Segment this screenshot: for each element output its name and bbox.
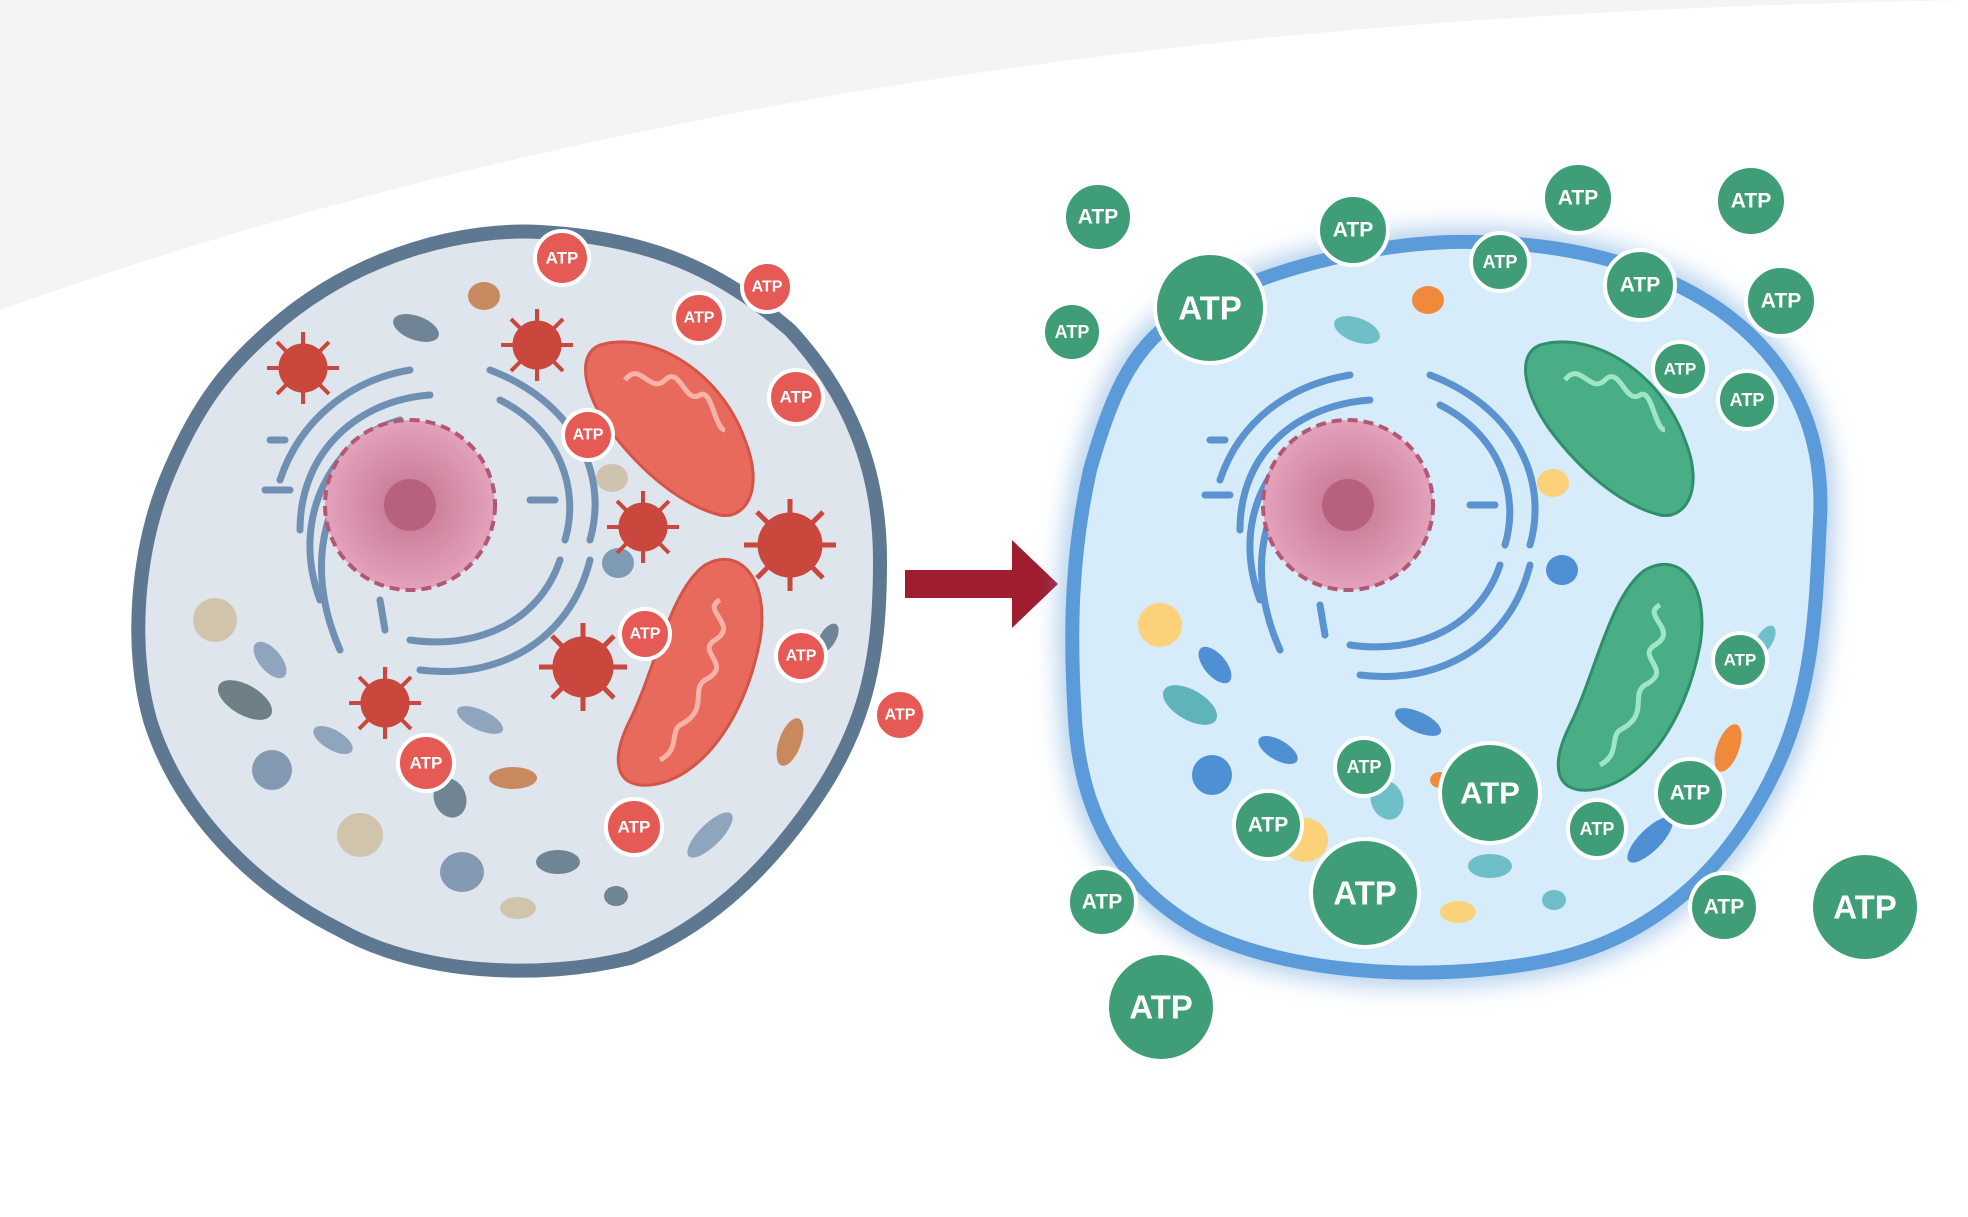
atp-molecule-icon: ATP	[774, 629, 828, 683]
atp-molecule-icon: ATP	[1688, 871, 1760, 943]
svg-text:ATP: ATP	[1730, 390, 1765, 410]
atp-molecule-icon: ATP	[561, 408, 615, 462]
atp-molecule-icon: ATP	[1654, 757, 1726, 829]
atp-molecule-icon: ATP	[1714, 164, 1788, 238]
svg-text:ATP: ATP	[1333, 875, 1397, 912]
atp-molecule-icon: ATP	[1469, 231, 1531, 293]
atp-molecule-icon: ATP	[1711, 631, 1769, 689]
healthy-mitochondria	[1524, 340, 1704, 792]
svg-text:ATP: ATP	[630, 626, 661, 643]
svg-text:ATP: ATP	[786, 648, 817, 665]
atp-molecule-icon: ATP	[604, 797, 664, 857]
svg-text:ATP: ATP	[1761, 290, 1801, 313]
healthy-atp-molecules: ATP ATP ATP ATP ATP ATP ATP ATP ATP ATP …	[1041, 161, 1921, 1063]
stressed-atp-molecules: ATP ATP ATP ATP ATP ATP ATP ATP ATP ATP	[396, 229, 927, 857]
svg-text:ATP: ATP	[1333, 219, 1373, 242]
stressed-mitochondria	[584, 340, 764, 787]
atp-molecule-icon: ATP	[1153, 251, 1267, 365]
svg-text:ATP: ATP	[752, 279, 783, 296]
atp-molecule-icon: ATP	[1041, 301, 1103, 363]
svg-text:ATP: ATP	[1082, 891, 1122, 914]
svg-text:ATP: ATP	[1129, 989, 1193, 1026]
atp-molecule-icon: ATP	[533, 229, 591, 287]
svg-text:ATP: ATP	[1724, 651, 1757, 670]
svg-text:ATP: ATP	[1178, 290, 1242, 327]
svg-text:ATP: ATP	[1483, 252, 1518, 272]
stressed-endoplasmic-reticulum	[261, 366, 599, 675]
svg-text:ATP: ATP	[1248, 814, 1288, 837]
atp-molecule-icon: ATP	[1809, 851, 1921, 963]
background-swoosh	[0, 0, 1968, 310]
atp-molecule-icon: ATP	[740, 260, 794, 314]
atp-molecule-icon: ATP	[1105, 951, 1217, 1063]
atp-molecule-icon: ATP	[1309, 837, 1421, 949]
svg-text:ATP: ATP	[1078, 206, 1118, 229]
atp-molecule-icon: ATP	[1232, 789, 1304, 861]
atp-molecule-icon: ATP	[1603, 248, 1677, 322]
svg-text:ATP: ATP	[1664, 360, 1697, 379]
svg-text:ATP: ATP	[1055, 322, 1090, 342]
svg-text:ATP: ATP	[1833, 889, 1897, 926]
svg-text:ATP: ATP	[1580, 819, 1615, 839]
healthy-organelles	[1138, 286, 1776, 923]
atp-molecule-icon: ATP	[1062, 181, 1134, 253]
svg-text:ATP: ATP	[1558, 187, 1598, 210]
atp-molecule-icon: ATP	[767, 368, 825, 426]
svg-text:ATP: ATP	[1347, 757, 1382, 777]
svg-text:ATP: ATP	[1704, 896, 1744, 919]
atp-molecule-icon: ATP	[1066, 866, 1138, 938]
svg-text:ATP: ATP	[573, 427, 604, 444]
svg-text:ATP: ATP	[780, 388, 813, 407]
healthy-cell: ATP ATP ATP ATP ATP ATP ATP ATP ATP ATP …	[1041, 161, 1921, 1063]
healthy-nucleus	[1261, 418, 1435, 592]
svg-text:ATP: ATP	[410, 754, 443, 773]
atp-molecule-icon: ATP	[618, 607, 672, 661]
atp-molecule-icon: ATP	[1744, 264, 1818, 338]
svg-text:ATP: ATP	[546, 249, 579, 268]
atp-molecule-icon: ATP	[1651, 340, 1709, 398]
virus-icon	[267, 309, 836, 739]
atp-molecule-icon: ATP	[1316, 193, 1390, 267]
svg-text:ATP: ATP	[1670, 782, 1710, 805]
atp-molecule-icon: ATP	[873, 688, 927, 742]
svg-text:ATP: ATP	[885, 707, 916, 724]
atp-molecule-icon: ATP	[1716, 369, 1778, 431]
atp-molecule-icon: ATP	[1566, 798, 1628, 860]
atp-molecule-icon: ATP	[672, 291, 726, 345]
atp-molecule-icon: ATP	[1438, 741, 1542, 845]
svg-text:ATP: ATP	[684, 310, 715, 327]
atp-molecule-icon: ATP	[1333, 736, 1395, 798]
svg-text:ATP: ATP	[618, 818, 651, 837]
stressed-cell: ATP ATP ATP ATP ATP ATP ATP ATP ATP ATP	[131, 224, 927, 978]
svg-text:ATP: ATP	[1620, 274, 1660, 297]
atp-molecule-icon: ATP	[396, 733, 456, 793]
svg-text:ATP: ATP	[1460, 776, 1520, 811]
stressed-cell-membrane	[131, 224, 888, 978]
arrow-right-icon	[905, 540, 1058, 628]
stressed-nucleus	[323, 418, 497, 592]
atp-molecule-icon: ATP	[1541, 161, 1615, 235]
svg-text:ATP: ATP	[1731, 190, 1771, 213]
